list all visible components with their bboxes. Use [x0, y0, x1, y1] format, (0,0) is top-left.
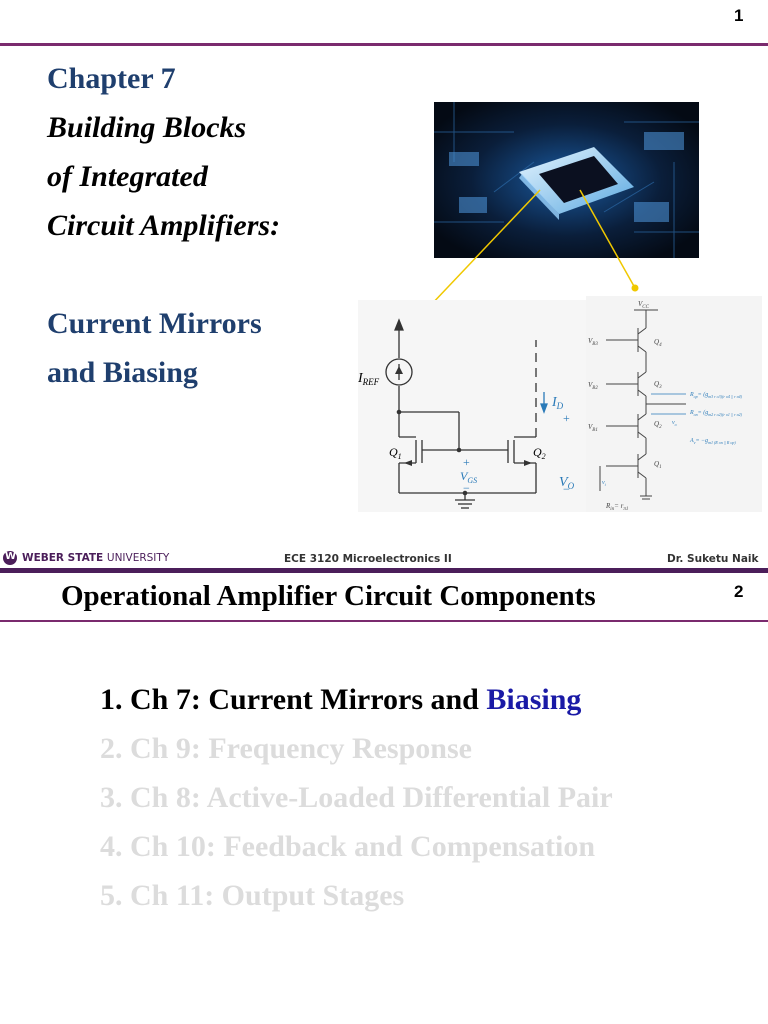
svg-text:IREF: IREF [358, 371, 380, 387]
svg-text:Av= −gm1 (R on || R op): Av= −gm1 (R on || R op) [689, 438, 736, 445]
slide2-header-rule [0, 620, 768, 622]
svg-text:VCC: VCC [638, 300, 650, 310]
topic-line-1: Current Mirrors [47, 307, 262, 340]
list-item-1: 1. Ch 7: Current Mirrors and Biasing [100, 683, 581, 717]
list-item-1-text: 1. Ch 7: Current Mirrors and [100, 683, 487, 716]
pointer-lines [425, 189, 639, 311]
cascode-diagram: VCC VB3 VB2 VB1 Q4 Q3 Q2 Q1 Rin= rπ1 Rop… [586, 296, 762, 512]
slide1-title-block: Chapter 7 Building Blocks of Integrated … [47, 54, 280, 397]
svg-text:−: − [563, 482, 570, 496]
svg-text:Q2: Q2 [533, 445, 546, 461]
list-item-1-highlight: Biasing [486, 683, 582, 716]
svg-text:Q1: Q1 [654, 460, 662, 470]
header-rule [0, 43, 768, 46]
list-item-4: 4. Ch 10: Feedback and Compensation [100, 830, 596, 863]
slide2-title: Operational Amplifier Circuit Components [61, 580, 596, 612]
svg-text:Q2: Q2 [654, 420, 662, 430]
page-number-2: 2 [734, 582, 744, 601]
svg-text:VGS: VGS [460, 469, 477, 485]
subtitle-line-2: of Integrated [47, 160, 208, 193]
svg-text:−: − [463, 481, 470, 495]
svg-text:Q4: Q4 [654, 338, 662, 348]
footer-bar [0, 568, 768, 573]
chip-photo [434, 102, 699, 258]
subtitle-line-1: Building Blocks [47, 111, 247, 144]
svg-text:Ron= (gm2 r o2)(r o1 || r π2): Ron= (gm2 r o2)(r o1 || r π2) [689, 409, 743, 417]
svg-text:VB1: VB1 [588, 423, 598, 433]
page-number-1: 1 [734, 6, 744, 25]
svg-text:vi: vi [602, 480, 606, 487]
instructor-name: Dr. Suketu Naik [667, 553, 759, 565]
svg-text:Q3: Q3 [654, 380, 662, 390]
svg-text:VO: VO [559, 475, 575, 491]
chapter-heading: Chapter 7 [47, 62, 176, 95]
svg-text:Rop= (gm3 r o3)(r o4 || r π4): Rop= (gm3 r o3)(r o4 || r π4) [689, 391, 743, 399]
svg-text:VB2: VB2 [588, 381, 598, 391]
svg-text:Q1: Q1 [389, 445, 402, 461]
subtitle-line-3: Circuit Amplifiers: [47, 209, 281, 242]
svg-text:Rin= rπ1: Rin= rπ1 [605, 502, 628, 512]
svg-text:+: + [563, 411, 570, 425]
course-name: ECE 3120 Microelectronics II [284, 553, 452, 565]
list-item-5: 5. Ch 11: Output Stages [100, 879, 405, 912]
university-logo-icon: W [3, 551, 17, 565]
university-name: WEBER STATE UNIVERSITY [22, 552, 170, 564]
svg-text:+: + [463, 455, 470, 469]
current-mirror-diagram: IREF Q1 Q2 ID VO VGS + − + − [357, 300, 588, 512]
list-item-3: 3. Ch 8: Active-Loaded Differential Pair [100, 781, 613, 814]
footer: W WEBER STATE UNIVERSITY ECE 3120 Microe… [0, 548, 768, 570]
svg-text:ID: ID [551, 395, 564, 411]
topic-line-2: and Biasing [47, 356, 198, 389]
list-item-2: 2. Ch 9: Frequency Response [100, 732, 472, 765]
svg-text:vo: vo [672, 420, 677, 427]
svg-text:VB3: VB3 [588, 337, 598, 347]
